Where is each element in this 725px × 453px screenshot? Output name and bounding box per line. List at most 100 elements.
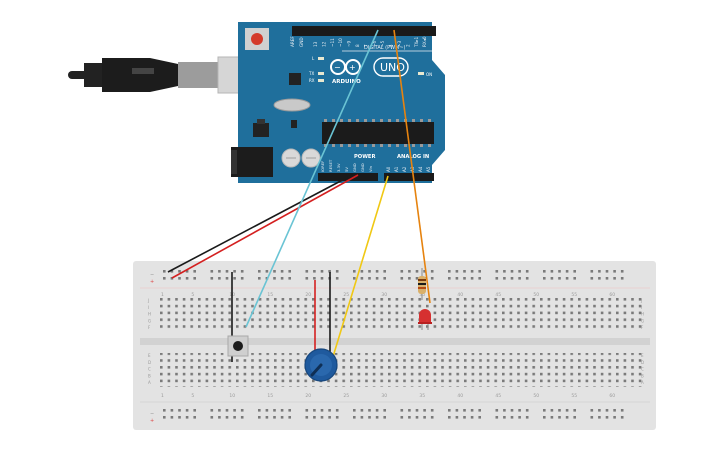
- analog-in-label: ANALOG IN: [397, 154, 429, 160]
- row-letter: J: [640, 298, 642, 303]
- column-number: 60: [609, 292, 615, 298]
- uno-label: UNO: [380, 61, 405, 74]
- potentiometer[interactable]: [304, 348, 338, 382]
- column-number: 60: [609, 393, 615, 399]
- row-letter: E: [148, 353, 151, 358]
- rail-polarity-label: +: [150, 279, 154, 285]
- analog-pin-label: A4: [418, 166, 423, 172]
- column-number: 5: [191, 292, 194, 298]
- svg-text:+: +: [349, 63, 356, 72]
- power-pin-label: RESET: [328, 159, 333, 172]
- power-rail-top[interactable]: [163, 270, 624, 280]
- column-number: 45: [495, 393, 501, 399]
- column-number: 15: [267, 292, 273, 298]
- wire-orange-d5[interactable]: [393, 29, 431, 304]
- column-number: 20: [305, 393, 311, 399]
- power-pin-label: GND: [352, 163, 357, 172]
- wire-red-5v[interactable]: [171, 174, 359, 279]
- header-label-aref: AREF: [290, 36, 295, 47]
- red-led[interactable]: [418, 309, 432, 330]
- row-letter: H: [148, 312, 151, 317]
- row-letter: A: [641, 380, 644, 385]
- terminal-strip-top[interactable]: [160, 298, 644, 332]
- led-on-indicator: [418, 72, 424, 75]
- row-letter: G: [641, 318, 644, 323]
- analog-header: [384, 173, 434, 181]
- rail-polarity-label: −: [150, 272, 154, 278]
- led-tx-indicator: [318, 72, 324, 75]
- column-number: 55: [571, 393, 577, 399]
- power-pin-label: 3.3V: [336, 163, 341, 172]
- resistor[interactable]: [418, 268, 426, 300]
- led-rx-label: RX: [309, 78, 315, 83]
- header-pin-label: ~6: [372, 40, 377, 47]
- row-letter: B: [148, 373, 151, 378]
- header-pin-label: 7: [363, 44, 368, 47]
- digital-header: [292, 26, 436, 36]
- header-pin-label: ~5: [380, 40, 385, 47]
- arduino-brand: ARDUINO: [332, 79, 361, 85]
- power-pin-label: GND: [360, 163, 365, 172]
- push-button-cap[interactable]: [233, 341, 243, 351]
- column-number: 55: [571, 292, 577, 298]
- row-letter: E: [641, 353, 644, 358]
- column-number: 45: [495, 292, 501, 298]
- header-pin-label: 13: [313, 41, 318, 47]
- column-number: 50: [533, 393, 539, 399]
- crystal-oscillator: [273, 98, 311, 112]
- atmega-chip: [322, 122, 434, 144]
- digital-pwm-label: DIGITAL (PWM~): [364, 45, 406, 51]
- uno-badge: [373, 57, 409, 77]
- wire-black-gnd[interactable]: [167, 174, 353, 273]
- breadboard[interactable]: 1155101015152020252530303535404045455050…: [133, 261, 656, 430]
- row-letter: F: [148, 325, 151, 330]
- wire-yellow-a0[interactable]: [331, 175, 389, 361]
- header-pin-label: ~3: [397, 40, 402, 47]
- row-letter: D: [641, 360, 644, 365]
- analog-pin-label: A0: [386, 166, 391, 172]
- row-letter: C: [148, 367, 151, 372]
- column-number: 25: [343, 292, 349, 298]
- power-rail-bottom[interactable]: [163, 409, 624, 419]
- row-letter: C: [641, 367, 644, 372]
- header-pin-label: 4: [389, 44, 394, 47]
- row-letter: D: [148, 360, 151, 365]
- header-pin-label: 12: [321, 41, 326, 47]
- power-pin-label: IOREF: [320, 161, 325, 172]
- push-button[interactable]: [227, 335, 249, 357]
- wires[interactable]: [167, 29, 431, 362]
- svg-text:−: −: [334, 63, 341, 72]
- led-l-label: L: [312, 56, 315, 61]
- column-number: 30: [381, 292, 387, 298]
- led-l-indicator: [318, 57, 324, 60]
- arduino-logo: − +: [330, 59, 361, 75]
- column-number: 50: [533, 292, 539, 298]
- row-letter: I: [641, 305, 642, 310]
- wire-cyan-d6[interactable]: [245, 29, 379, 328]
- voltage-regulator: [253, 123, 269, 137]
- header-pin-label: RX◂0: [422, 36, 427, 47]
- power-jack[interactable]: [231, 147, 273, 177]
- power-pin-label: 5V: [344, 167, 349, 172]
- header-pin-label: 2: [405, 44, 410, 47]
- potentiometer-knob-indicator[interactable]: [310, 363, 323, 377]
- terminal-strip-bottom[interactable]: [160, 353, 644, 387]
- column-number: 20: [305, 292, 311, 298]
- column-number: 35: [419, 393, 425, 399]
- reset-button-cap[interactable]: [251, 33, 263, 45]
- header-pin-label: ~9: [347, 40, 352, 47]
- column-number: 1: [161, 292, 164, 298]
- rail-polarity-label: +: [150, 418, 154, 424]
- header-pin-label: ~11: [330, 38, 335, 47]
- row-letter: F: [641, 325, 644, 330]
- analog-pin-label: A2: [402, 166, 407, 172]
- row-letter: H: [641, 312, 644, 317]
- column-number: 5: [191, 393, 194, 399]
- column-number: 25: [343, 393, 349, 399]
- row-letter: G: [148, 318, 151, 323]
- column-number: 30: [381, 393, 387, 399]
- row-letter: I: [148, 305, 149, 310]
- analog-pin-label: A1: [394, 166, 399, 172]
